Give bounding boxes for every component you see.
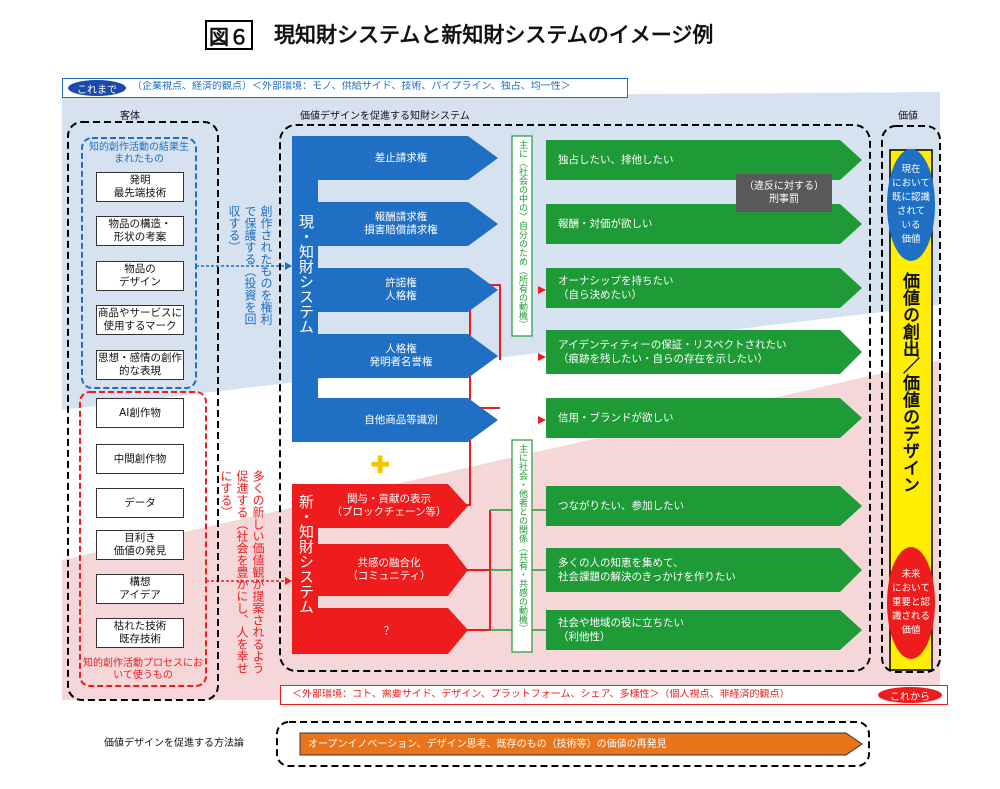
new-system-shape bbox=[292, 484, 468, 654]
method-text: オープンイノベーション、デザイン思考、既存のもの（技術等）の価値の再発見 bbox=[308, 739, 667, 750]
object-item: 枯れた技術 既存技術 bbox=[96, 618, 184, 648]
motive-top-text: 主に〈社会の中の〉自分のため（所有の動機） bbox=[517, 140, 527, 329]
value-outline bbox=[881, 125, 941, 673]
right-item: 人格権 発明者名誉権 bbox=[369, 343, 433, 368]
object-item: 思想・感情の創作 的な表現 bbox=[96, 350, 184, 380]
top-context-bar bbox=[62, 78, 628, 98]
method-outline bbox=[276, 721, 870, 767]
system-header: 価値デザインを促進する知財システム bbox=[300, 111, 470, 122]
motive-bottom-text: 主に社会・他者との関係（共有・共感の動機） bbox=[517, 444, 527, 633]
future-context-text: ＜外部環境：コト、需要サイド、デザイン、プラットフォーム、シェア、多様性＞（個人… bbox=[292, 689, 790, 700]
method-label: 価値デザインを促進する方法論 bbox=[104, 738, 244, 749]
object-item: 物品の デザイン bbox=[96, 261, 184, 291]
object-outline bbox=[67, 121, 219, 701]
motive-bottom-box bbox=[511, 439, 533, 653]
blue-object-outline bbox=[81, 137, 197, 389]
current-system-shape bbox=[292, 136, 498, 442]
blue-purpose-text: 創作されたものを権利で保護する（投資を回収する） bbox=[227, 205, 273, 325]
new-system-item: ？ bbox=[383, 624, 395, 637]
current-system-label: 現・知財システム bbox=[297, 214, 315, 334]
green-item: 信用・ブランドが欲しい bbox=[558, 412, 674, 424]
object-item: データ bbox=[96, 488, 184, 518]
object-item: 構想 アイデア bbox=[96, 574, 184, 604]
object-item: 中間創作物 bbox=[96, 444, 184, 474]
past-pill: これまで bbox=[68, 80, 126, 96]
present-value-text: 現在 において 既に認識 されて いる 価値 bbox=[891, 164, 930, 245]
green-item: 多くの人の知恵を集めて、社会課題の解決のきっかけを作りたい bbox=[558, 557, 736, 583]
right-item: 自他商品等識別 bbox=[364, 413, 438, 426]
red-object-label: 知的創作活動プロセスにおいて使うもの bbox=[83, 658, 203, 681]
red-connector-head bbox=[285, 577, 292, 585]
red-object-outline bbox=[79, 391, 207, 687]
method-arrow bbox=[299, 732, 863, 756]
blue-object-label: 知的創作活動の結果生まれたもの bbox=[89, 142, 189, 165]
figure-label: 図６ bbox=[205, 20, 253, 50]
future-pill: これから bbox=[878, 687, 942, 703]
green-item: オーナシップを持ちたい（自ら決めたい） bbox=[558, 275, 674, 301]
blue-connector-head bbox=[285, 262, 292, 270]
past-context-text: （企業視点、経済的観点）＜外部環境：モノ、供給サイド、技術、パイプライン、独占、… bbox=[132, 81, 571, 92]
bottom-context-bar bbox=[280, 685, 948, 705]
future-value-oval bbox=[887, 547, 935, 659]
object-header: 客体 bbox=[120, 111, 140, 122]
new-system-label: 新・知財システム bbox=[297, 494, 315, 614]
object-item: 目利き 価値の発見 bbox=[96, 530, 184, 560]
criminal-penalty-box: （違反に対する） 刑事罰 bbox=[736, 174, 832, 212]
green-item: 独占したい、排他したい bbox=[558, 154, 674, 166]
future-value-text: 未来 において 重要と認 識される 価値 bbox=[891, 569, 930, 636]
new-system-item: 共感の融合化 （コミュニティ） bbox=[347, 557, 431, 582]
object-item: AI創作物 bbox=[96, 398, 184, 428]
present-value-oval bbox=[887, 149, 935, 261]
plus-icon: ✚ bbox=[370, 451, 391, 479]
object-item: 発明 最先端技術 bbox=[96, 172, 184, 202]
green-arrows bbox=[546, 140, 862, 650]
system-outline bbox=[279, 124, 871, 672]
new-system-item: 関与・貢献の表示 （ブロックチェーン等） bbox=[331, 493, 447, 518]
green-item: 社会や地域の役に立ちたい（利他性） bbox=[558, 617, 684, 643]
green-item: アイデンティティーの保証・リスペクトされたい（痕跡を残したい・自らの存在を示した… bbox=[558, 339, 787, 365]
object-item: 商品やサービスに 使用するマーク bbox=[96, 305, 184, 335]
green-item: 報酬・対価が欲しい bbox=[558, 218, 653, 230]
right-item: 報酬請求権 損害賠償請求権 bbox=[364, 211, 438, 236]
value-creation-text: 価値の創出／価値のデザイン bbox=[899, 272, 919, 493]
right-item: 許諾権 人格権 bbox=[385, 277, 417, 302]
object-item: 物品の構造・ 形状の考案 bbox=[96, 216, 184, 246]
right-item: 差止請求権 bbox=[374, 151, 428, 164]
red-link-heads bbox=[538, 286, 546, 424]
page-title: 現知財システムと新知財システムのイメージ例 bbox=[274, 23, 714, 47]
green-item: つながりたい、参加したい bbox=[558, 500, 684, 512]
value-header: 価値 bbox=[898, 111, 918, 122]
motive-top-box bbox=[511, 135, 533, 337]
red-purpose-text: 多くの新しい価値観が提案されるよう促進する（社会を豊かにし、人を幸せにする） bbox=[219, 470, 265, 674]
